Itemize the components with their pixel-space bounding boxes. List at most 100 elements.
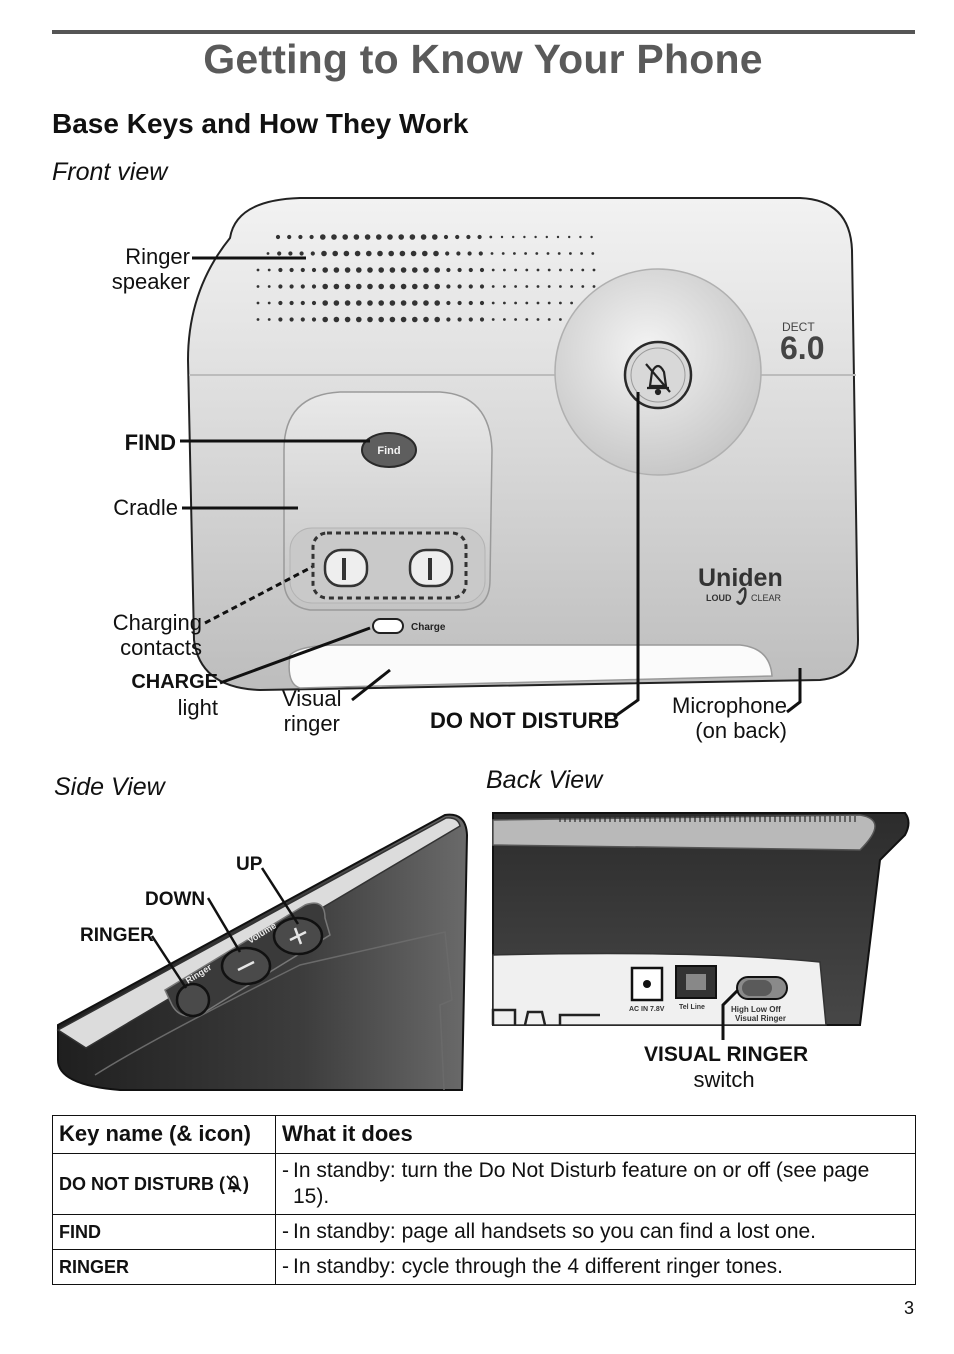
do-not-disturb-callout: DO NOT DISTURB — [430, 708, 620, 733]
charge-light-callout: CHARGE light — [131, 671, 218, 720]
grille-dot — [455, 234, 460, 240]
grille-dot — [267, 301, 271, 305]
grille-dot — [300, 284, 305, 289]
grille-dot — [536, 285, 540, 288]
grille-dot — [332, 250, 339, 257]
grille-dot — [468, 317, 473, 322]
grille-dot — [311, 300, 317, 306]
grille-dot — [534, 235, 537, 239]
grille-dot — [289, 284, 294, 289]
grille-dot — [514, 318, 517, 321]
grille-dot — [300, 300, 305, 306]
grille-dot — [432, 234, 438, 240]
grille-dot — [400, 283, 407, 290]
charging-contacts-outline — [311, 531, 468, 600]
grille-dot — [514, 268, 517, 272]
grille-dot — [366, 250, 372, 257]
grille-dot — [525, 285, 529, 288]
key-cell-do-not-disturb: DO NOT DISTURB () — [52, 1153, 276, 1215]
grille-dot — [275, 234, 281, 240]
grille-dot — [489, 235, 493, 239]
grille-dot — [267, 285, 271, 288]
switch-name-label: Visual Ringer — [735, 1014, 786, 1023]
grille-dot — [525, 268, 529, 272]
grille-dot — [434, 316, 441, 323]
key-cell-find: FIND — [52, 1214, 276, 1250]
grille-dot — [423, 300, 429, 306]
visual-ringer-lens — [288, 644, 773, 689]
keys-table: Key name (& icon) What it does DO NOT DI… — [52, 1115, 916, 1285]
grille-dot — [446, 284, 451, 289]
grille-dot — [322, 300, 329, 306]
table-row: DO NOT DISTURB () -In standby: turn the … — [52, 1153, 916, 1215]
find-callout: FIND — [124, 430, 176, 455]
grille-dot — [570, 268, 573, 272]
find-key — [361, 432, 417, 468]
grille-dot — [420, 234, 427, 240]
grille-dot — [333, 283, 340, 290]
grille-dot — [581, 268, 585, 272]
grille-dot — [309, 234, 314, 240]
side-view-label: Side View — [54, 773, 165, 801]
grille-dot — [344, 316, 351, 323]
grille-dot — [322, 267, 329, 273]
grille-dot — [267, 318, 271, 321]
grille-dot — [579, 235, 582, 239]
grille-dot — [367, 300, 373, 306]
grille-dot — [546, 252, 550, 255]
grille-dot — [434, 300, 441, 306]
grille-dot — [300, 317, 305, 322]
grille-dot — [356, 283, 362, 290]
grille-dot — [400, 300, 407, 306]
tel-line-label: Tel Line — [679, 1004, 705, 1011]
grille-dot — [387, 234, 393, 240]
header-what-it-does: What it does — [275, 1115, 916, 1154]
grille-dot — [547, 318, 551, 321]
grille-dot — [491, 301, 495, 305]
grille-dot — [289, 317, 294, 322]
grille-dot — [478, 251, 483, 256]
grille-dot — [433, 250, 439, 257]
ringer-key — [175, 982, 211, 1018]
grille-dot — [491, 285, 495, 288]
grille-dot — [412, 283, 418, 290]
grille-dot — [514, 285, 517, 288]
grille-dot — [278, 267, 283, 273]
charging-contacts-callout: Charging contacts — [112, 610, 202, 660]
back-view-label: Back View — [486, 766, 603, 794]
grille-dot — [321, 250, 327, 257]
grille-dot — [559, 285, 562, 288]
grille-dot — [468, 284, 473, 289]
grille-dot — [503, 318, 506, 321]
loud-text: LOUD — [706, 593, 732, 603]
grille-dot — [378, 283, 385, 290]
up-callout: UP — [236, 854, 263, 875]
grille-dot — [423, 267, 429, 273]
grille-dot — [545, 235, 548, 239]
charge-light — [372, 618, 404, 634]
grille-dot — [446, 300, 451, 306]
header-key-name: Key name (& icon) — [52, 1115, 276, 1154]
grille-dot — [378, 267, 385, 273]
grille-dot — [278, 317, 283, 322]
dect-small-text: DECT — [782, 320, 815, 334]
grille-dot — [310, 251, 315, 256]
grille-dot — [434, 283, 441, 290]
ringer-speaker-grille — [256, 234, 596, 323]
grille-dot — [479, 267, 485, 273]
grille-dot — [367, 267, 373, 273]
grille-dot — [501, 252, 505, 255]
grille-dot — [410, 250, 417, 257]
uniden-logo: Uniden — [698, 564, 783, 592]
grille-dot — [356, 300, 362, 306]
switch-positions-label: High Low Off — [731, 1005, 781, 1014]
grille-dot — [388, 250, 395, 257]
page-number: 3 — [903, 1298, 914, 1318]
page-title: Getting to Know Your Phone — [203, 36, 763, 82]
grille-dot — [514, 301, 517, 305]
grille-dot — [479, 317, 485, 322]
phone-side-view-figure: Ringer Volume — [56, 813, 469, 1091]
grille-dot — [547, 285, 551, 288]
grille-dot — [333, 267, 340, 273]
grille-dot — [570, 285, 573, 288]
